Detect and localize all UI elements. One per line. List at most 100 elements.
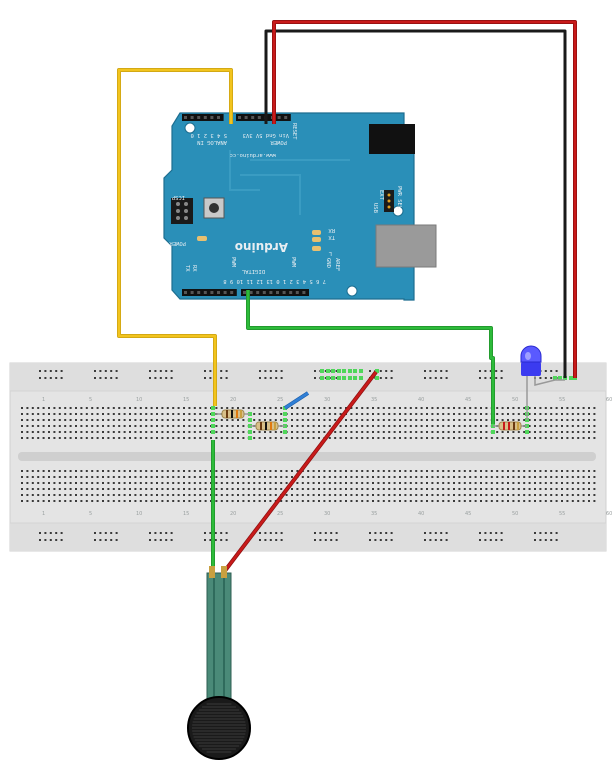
header-pin[interactable] xyxy=(217,116,220,119)
breadboard-hole xyxy=(58,437,61,439)
header-pin[interactable] xyxy=(210,116,214,119)
breadboard-hole xyxy=(463,470,466,472)
breadboard-hole xyxy=(172,437,175,439)
breadboard-hole xyxy=(528,407,531,409)
header-pin[interactable] xyxy=(269,291,273,294)
header-pin[interactable] xyxy=(203,291,207,294)
breadboard-hole xyxy=(80,470,83,472)
icsp-pin xyxy=(176,216,180,220)
breadboard-hole xyxy=(269,470,272,472)
header-pin[interactable] xyxy=(190,291,194,294)
power-rail-hole xyxy=(110,370,113,372)
power-rail-hole xyxy=(165,532,168,534)
breadboard-hole xyxy=(415,425,418,427)
power-rail-hole xyxy=(209,377,212,379)
power-rail-hole xyxy=(115,377,118,379)
breadboard-hole xyxy=(496,482,499,484)
connected-hole xyxy=(375,369,379,373)
power-rail-hole xyxy=(165,377,168,379)
header-pin[interactable] xyxy=(282,291,286,294)
header-pin[interactable] xyxy=(251,116,255,119)
header-pin[interactable] xyxy=(238,116,241,119)
breadboard-hole xyxy=(517,470,520,472)
power-rail-hole xyxy=(319,539,322,541)
header-pin[interactable] xyxy=(244,116,248,119)
header-pin[interactable] xyxy=(230,291,234,294)
breadboard-hole xyxy=(193,482,196,484)
header-pin[interactable] xyxy=(210,291,214,294)
header-pin[interactable] xyxy=(256,291,260,294)
breadboard-hole xyxy=(253,431,256,433)
breadboard-hole xyxy=(85,413,88,415)
header-pin[interactable] xyxy=(289,291,293,294)
breadboard-hole xyxy=(96,500,99,502)
breadboard-hole xyxy=(31,413,34,415)
header-pin[interactable] xyxy=(249,291,253,294)
breadboard-hole xyxy=(528,437,531,439)
header-pin[interactable] xyxy=(276,291,279,294)
resistors xyxy=(216,409,527,431)
header-pin[interactable] xyxy=(257,116,261,119)
header-pin[interactable] xyxy=(197,291,201,294)
header-pin[interactable] xyxy=(184,116,187,119)
breadboard-hole xyxy=(577,500,580,502)
breadboard-hole xyxy=(237,407,239,409)
breadboard-hole xyxy=(501,494,504,496)
breadboard-hole xyxy=(269,413,272,415)
breadboard-hole xyxy=(226,470,229,472)
header-pin[interactable] xyxy=(197,116,201,119)
breadboard-hole xyxy=(64,476,67,478)
header-pin[interactable] xyxy=(284,116,288,119)
header-pin[interactable] xyxy=(262,291,266,294)
breadboard-hole xyxy=(91,413,94,415)
breadboard-hole xyxy=(172,425,175,427)
header-pin[interactable] xyxy=(295,291,299,294)
breadboard-hole xyxy=(323,482,326,484)
breadboard-hole xyxy=(323,488,326,490)
breadboard-hole xyxy=(247,482,250,484)
breadboard-hole xyxy=(123,488,126,490)
header-pin[interactable] xyxy=(277,116,281,119)
breadboard-hole xyxy=(372,431,374,433)
breadboard-hole xyxy=(334,494,337,496)
power-rail-hole xyxy=(484,539,487,541)
breadboard-hole xyxy=(517,500,520,502)
breadboard-hole xyxy=(544,425,547,427)
power-rail-hole xyxy=(55,532,58,534)
header-pin[interactable] xyxy=(203,116,207,119)
power-rail-hole xyxy=(479,532,481,534)
header-pin[interactable] xyxy=(190,116,194,119)
connected-hole xyxy=(331,376,335,380)
power-rail-hole xyxy=(379,377,382,379)
breadboard-hole xyxy=(166,419,169,421)
breadboard-hole xyxy=(550,437,553,439)
breadboard-hole xyxy=(242,419,245,421)
header-pin[interactable] xyxy=(302,291,306,294)
breadboard-hole xyxy=(469,470,472,472)
header-pin[interactable] xyxy=(217,291,220,294)
breadboard-hole xyxy=(561,437,563,439)
breadboard-hole xyxy=(366,437,369,439)
header-pin[interactable] xyxy=(223,291,227,294)
header-pin[interactable] xyxy=(184,291,187,294)
header-pin[interactable] xyxy=(243,291,246,294)
reset-button-cap[interactable] xyxy=(209,203,219,213)
power-rail-hole xyxy=(544,377,547,379)
icsp-header xyxy=(171,198,193,224)
breadboard-hole xyxy=(129,437,131,439)
breadboard-hole xyxy=(501,482,504,484)
connected-hole xyxy=(359,369,363,373)
breadboard-hole xyxy=(139,407,142,409)
breadboard-hole xyxy=(593,437,596,439)
breadboard-hole xyxy=(253,413,256,415)
breadboard-hole xyxy=(150,407,153,409)
breadboard-hole xyxy=(458,425,461,427)
breadboard-hole xyxy=(183,419,185,421)
breadboard-hole xyxy=(415,494,418,496)
breadboard-hole xyxy=(96,482,99,484)
breadboard-hole xyxy=(485,419,488,421)
breadboard-hole xyxy=(345,482,347,484)
power-rail-hole xyxy=(39,532,41,534)
breadboard-hole xyxy=(172,476,175,478)
breadboard-hole xyxy=(226,494,229,496)
